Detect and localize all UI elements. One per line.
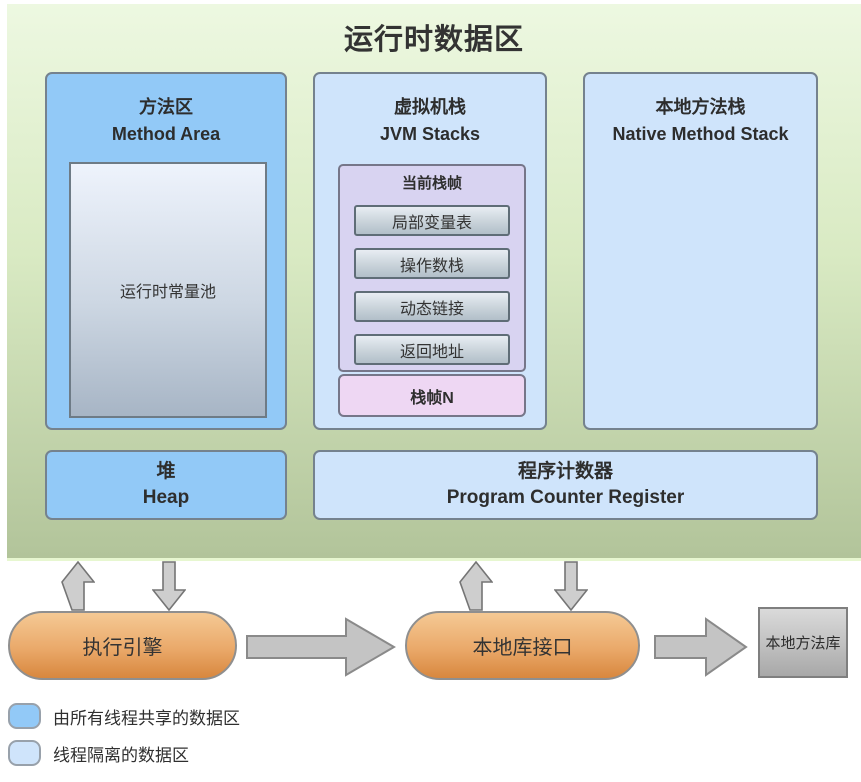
jvm-stacks-box: 虚拟机栈 JVM Stacks 当前栈帧 局部变量表 操作数栈 动态链接 返回地… — [313, 72, 547, 430]
heap-header: 堆 Heap — [47, 452, 285, 518]
down-arrow-icon — [554, 561, 588, 611]
program-counter-register-box: 程序计数器 Program Counter Register — [313, 450, 818, 520]
runtime-constant-pool-label: 运行时常量池 — [119, 284, 216, 301]
runtime-constant-pool-box: 运行时常量池 — [69, 162, 267, 418]
native-library-interface-label: 本地库接口 — [472, 637, 573, 659]
stack-frame-n-box: 栈帧N — [338, 374, 526, 417]
up-arrow-icon — [459, 561, 493, 611]
local-variable-table-label: 局部变量表 — [391, 214, 472, 232]
local-variable-table-box: 局部变量表 — [354, 205, 510, 236]
native-method-stack-header: 本地方法栈 Native Method Stack — [585, 74, 816, 148]
jvm-stacks-label-zh: 虚拟机栈 — [394, 97, 466, 117]
pc-register-label-en: Program Counter Register — [446, 487, 685, 508]
right-arrow-icon — [654, 617, 748, 677]
method-area-label-zh: 方法区 — [139, 97, 193, 117]
program-counter-register-header: 程序计数器 Program Counter Register — [315, 452, 816, 518]
native-method-library-label: 本地方法库 — [765, 635, 841, 652]
native-method-stack-label-zh: 本地方法栈 — [655, 97, 746, 117]
dynamic-linking-label: 动态链接 — [399, 300, 464, 318]
current-stack-frame-label: 当前栈帧 — [401, 175, 462, 192]
legend-shared-label: 由所有线程共享的数据区 — [53, 708, 240, 728]
legend-row-shared: 由所有线程共享的数据区 — [8, 703, 240, 729]
execution-engine-label: 执行引擎 — [82, 637, 163, 659]
method-area-label-en: Method Area — [111, 124, 221, 144]
heap-label-zh: 堆 — [156, 461, 176, 482]
operand-stack-box: 操作数栈 — [354, 248, 510, 279]
up-arrow-icon — [61, 561, 95, 611]
down-arrow-icon — [152, 561, 186, 611]
native-method-stack-box: 本地方法栈 Native Method Stack — [583, 72, 818, 430]
jvm-stacks-label-en: JVM Stacks — [379, 124, 481, 144]
native-method-stack-label-en: Native Method Stack — [612, 124, 789, 144]
method-area-box: 方法区 Method Area 运行时常量池 — [45, 72, 287, 430]
heap-box: 堆 Heap — [45, 450, 287, 520]
heap-label-en: Heap — [142, 487, 190, 508]
isolated-area-swatch-icon — [8, 740, 41, 766]
legend-isolated-label: 线程隔离的数据区 — [53, 745, 189, 765]
return-address-label: 返回地址 — [399, 343, 464, 361]
diagram-title: 运行时数据区 — [343, 24, 524, 56]
right-arrow-icon — [246, 617, 396, 677]
current-stack-frame-box: 当前栈帧 局部变量表 操作数栈 动态链接 返回地址 — [338, 164, 526, 372]
native-method-library-box: 本地方法库 — [758, 607, 848, 678]
native-library-interface-capsule: 本地库接口 — [405, 611, 640, 680]
jvm-stacks-header: 虚拟机栈 JVM Stacks — [315, 74, 545, 148]
legend-row-isolated: 线程隔离的数据区 — [8, 740, 189, 766]
dynamic-linking-box: 动态链接 — [354, 291, 510, 322]
stack-frame-n-label: 栈帧N — [410, 389, 454, 407]
method-area-header: 方法区 Method Area — [47, 74, 285, 148]
operand-stack-label: 操作数栈 — [399, 257, 464, 275]
shared-area-swatch-icon — [8, 703, 41, 729]
execution-engine-capsule: 执行引擎 — [8, 611, 237, 680]
return-address-box: 返回地址 — [354, 334, 510, 365]
pc-register-label-zh: 程序计数器 — [517, 461, 613, 482]
runtime-data-area-container: 运行时数据区 方法区 Method Area 运行时常量池 虚拟机栈 JVM S… — [7, 4, 861, 561]
